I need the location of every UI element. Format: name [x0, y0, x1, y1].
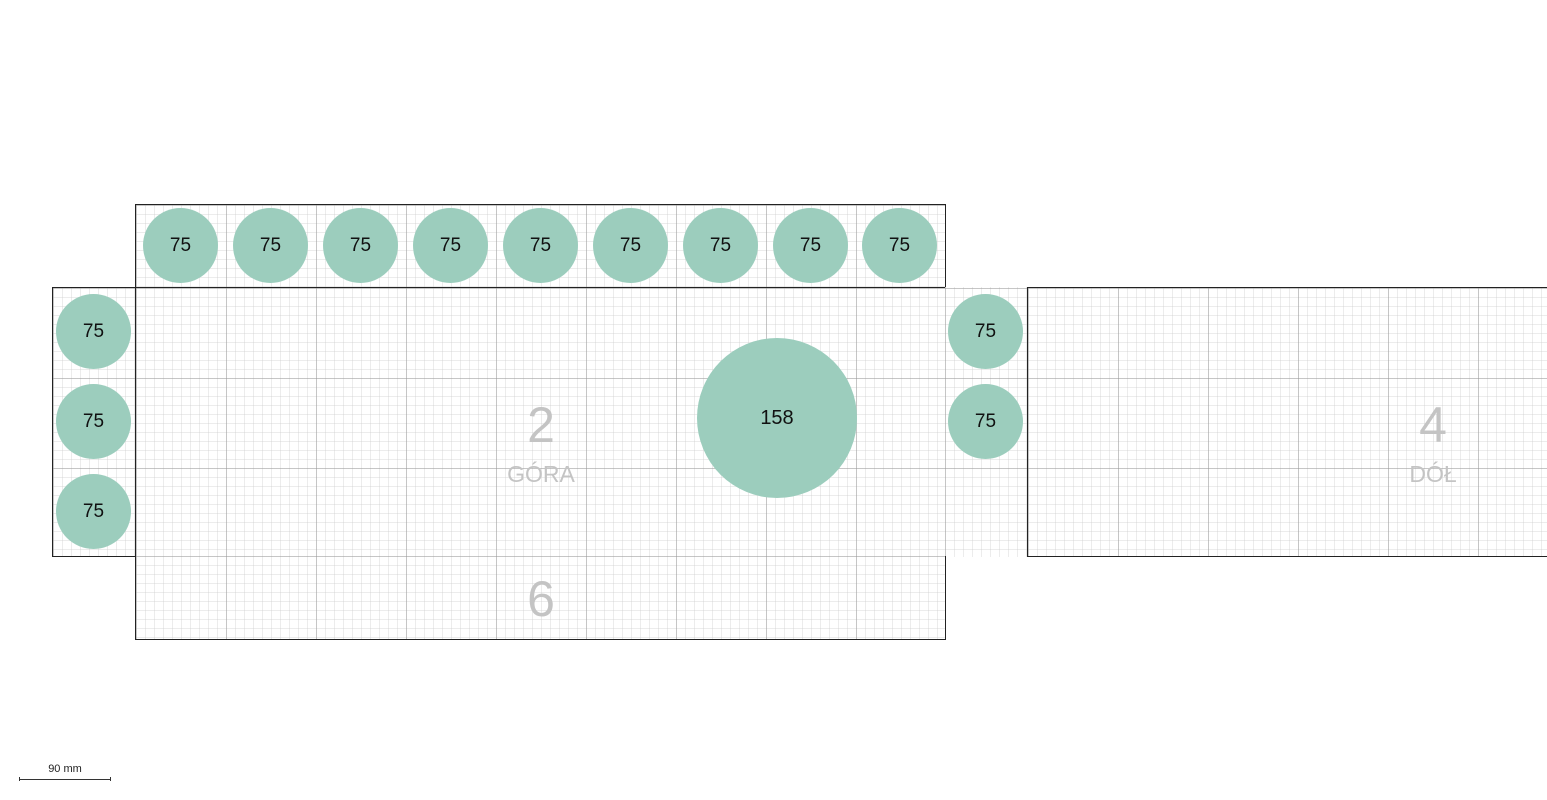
panel-number-4: 4: [1419, 397, 1447, 453]
panel-number-2: 2: [527, 397, 555, 453]
circle-top-3[interactable]: 75: [323, 208, 398, 283]
panel-number-6: 6: [527, 571, 555, 627]
circle-top-1[interactable]: 75: [143, 208, 218, 283]
panel-name-dol: DÓŁ: [1409, 461, 1457, 487]
circle-top-2[interactable]: 75: [233, 208, 308, 283]
circle-top-7[interactable]: 75: [683, 208, 758, 283]
scale-line: [19, 777, 111, 781]
circle-top-8[interactable]: 75: [773, 208, 848, 283]
circle-top-4[interactable]: 75: [413, 208, 488, 283]
circle-large[interactable]: 158: [697, 338, 857, 498]
circle-left-3[interactable]: 75: [56, 474, 131, 549]
panel-name-gora: GÓRA: [507, 461, 575, 487]
circle-right-1[interactable]: 75: [948, 294, 1023, 369]
panel-dol: 4 DÓŁ: [1027, 287, 1547, 557]
circle-right-2[interactable]: 75: [948, 384, 1023, 459]
panel-bottom-flap: 6: [135, 556, 946, 640]
circle-top-5[interactable]: 75: [503, 208, 578, 283]
scale-label: 90 mm: [48, 763, 82, 775]
circle-top-9[interactable]: 75: [862, 208, 937, 283]
circle-top-6[interactable]: 75: [593, 208, 668, 283]
scale-bar: 90 mm: [19, 763, 111, 785]
circle-left-2[interactable]: 75: [56, 384, 131, 459]
circle-left-1[interactable]: 75: [56, 294, 131, 369]
